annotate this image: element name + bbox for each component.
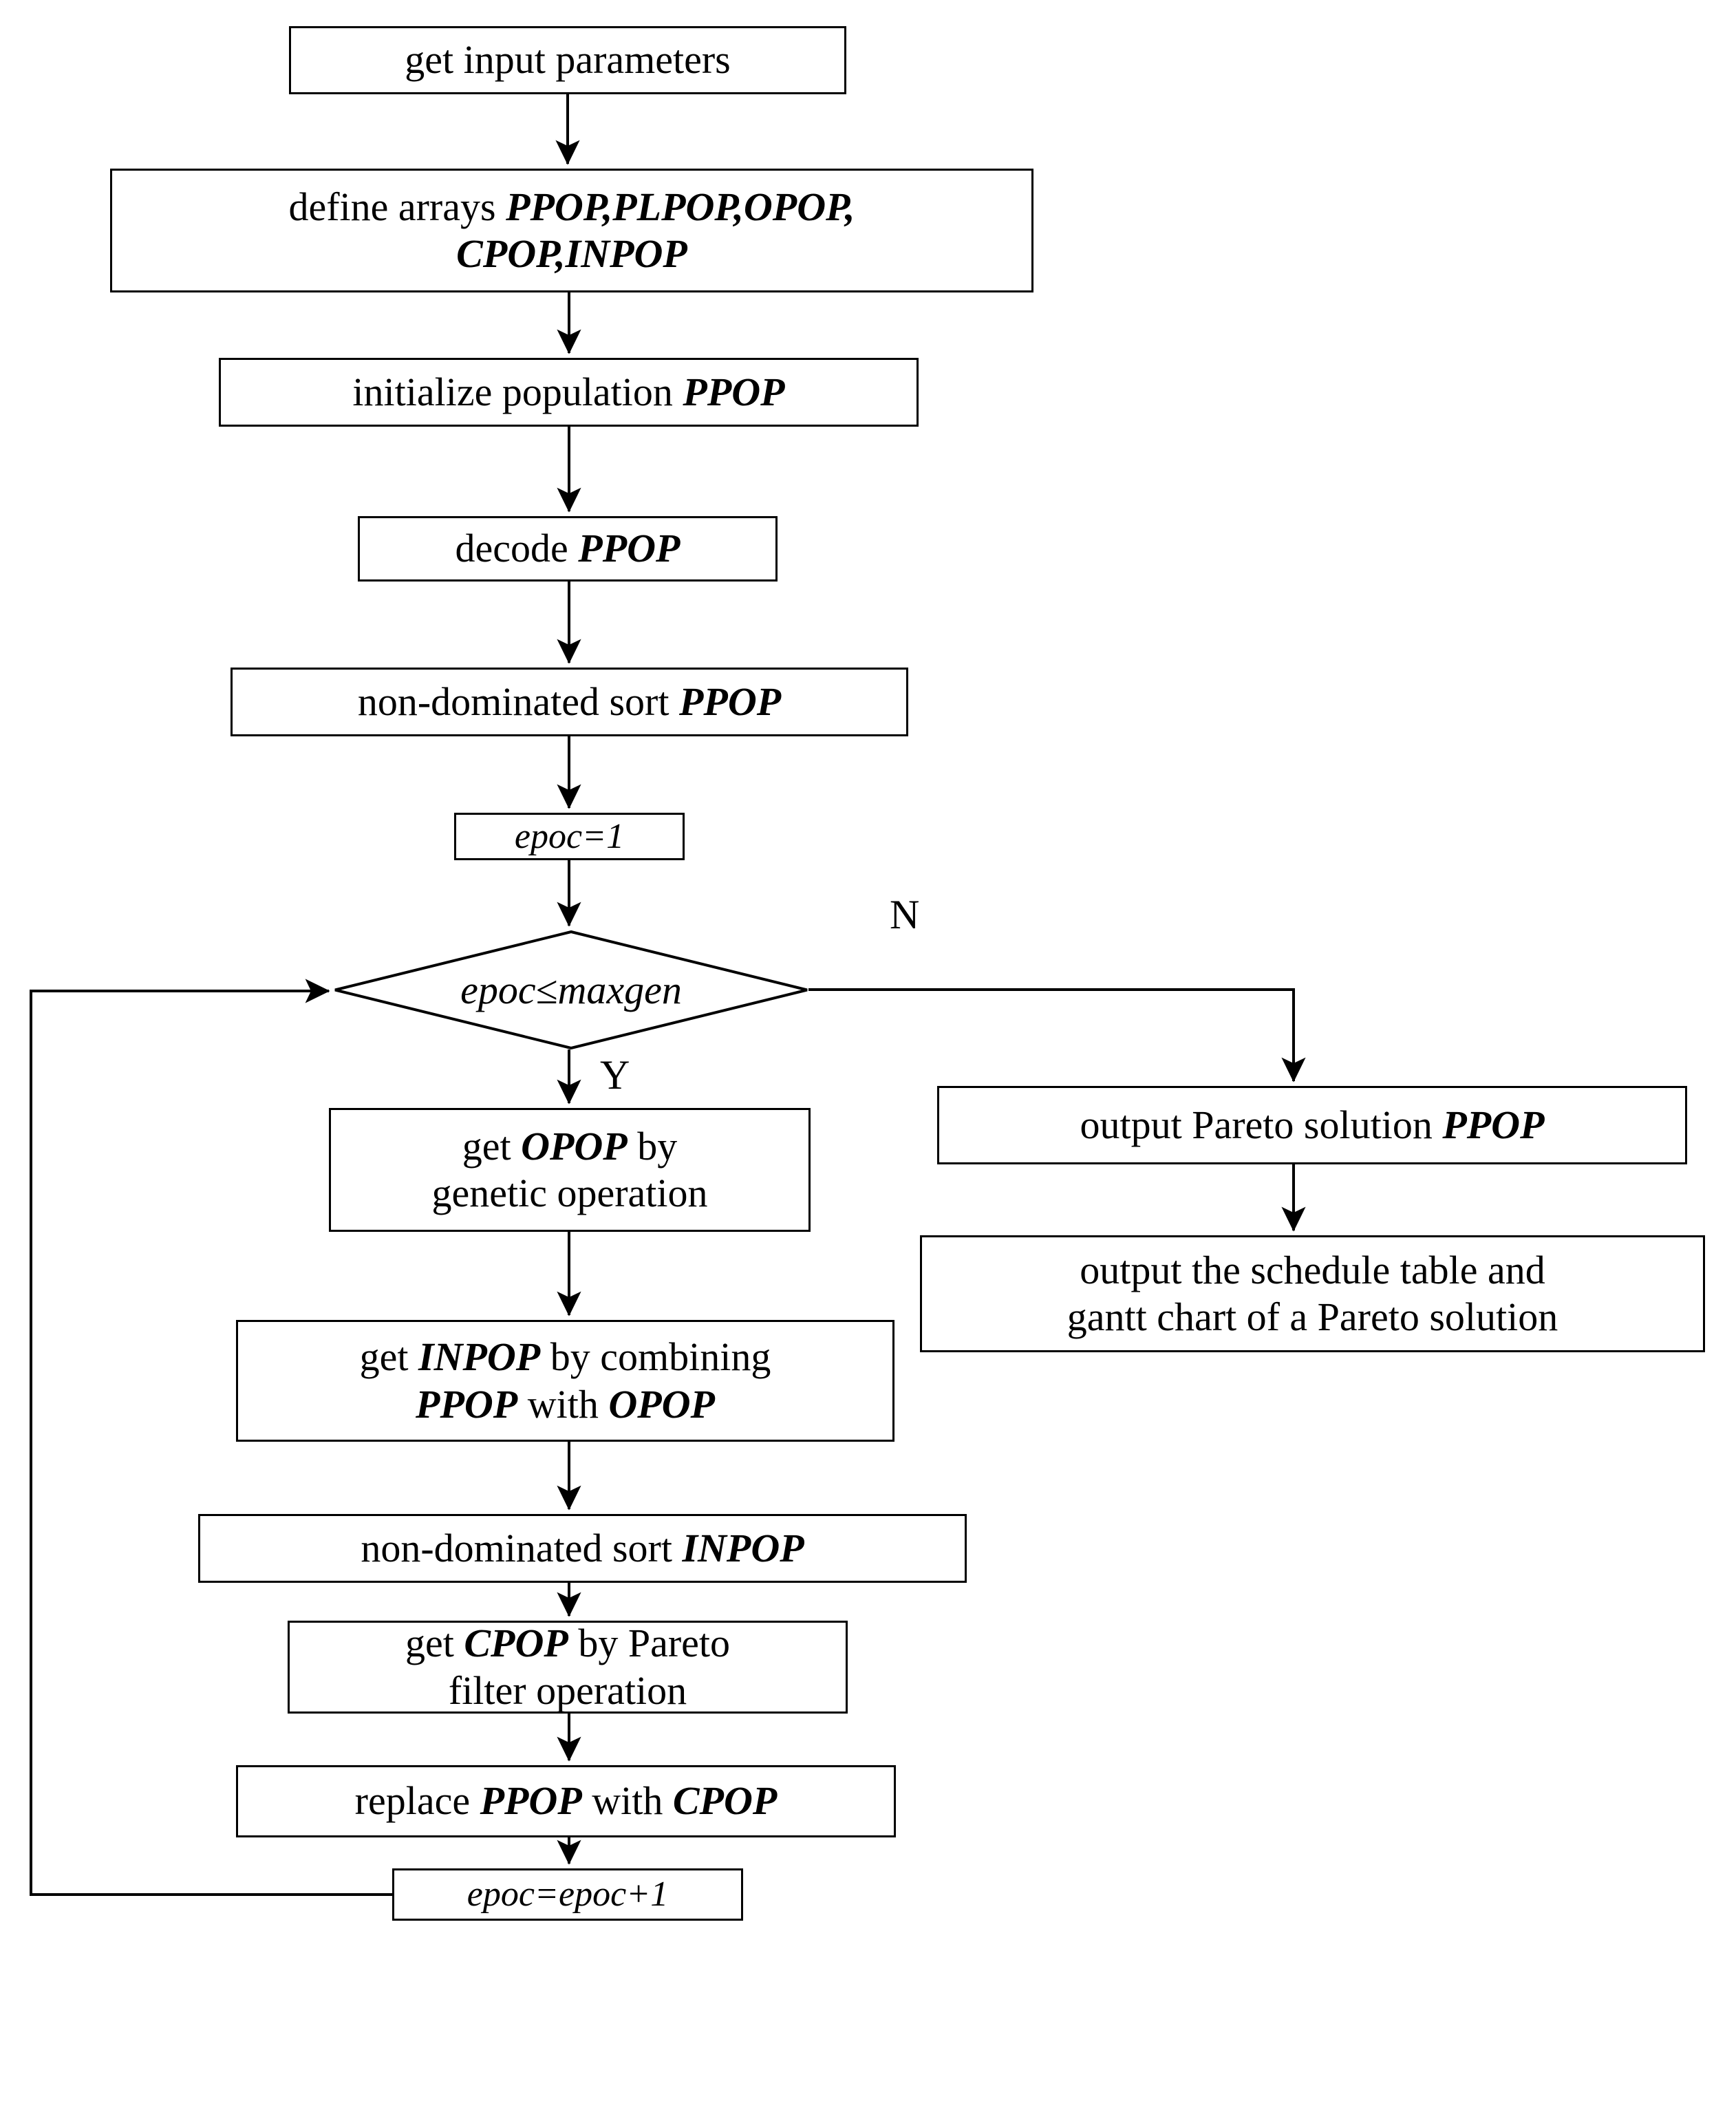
node-label-var-b: OPOP bbox=[608, 1381, 715, 1427]
node-label-var: PPOP bbox=[578, 526, 681, 571]
node-label-tail: by Pareto bbox=[568, 1621, 730, 1666]
node-label-tail: by combining bbox=[540, 1334, 771, 1380]
node-define-arrays[interactable]: define arrays PPOP,PLPOP,OPOP, CPOP,INPO… bbox=[110, 169, 1033, 292]
node-label-mid: with bbox=[581, 1778, 673, 1824]
node-label-mid: with bbox=[517, 1381, 609, 1427]
node-epoc-increment[interactable]: epoc=epoc+1 bbox=[392, 1868, 743, 1921]
node-get-opop[interactable]: get OPOP by genetic operation bbox=[329, 1108, 811, 1232]
node-label: epoc=epoc+1 bbox=[467, 1875, 669, 1915]
node-non-dominated-sort-ppop[interactable]: non-dominated sort PPOP bbox=[231, 668, 908, 736]
node-label: non-dominated sort INPOP bbox=[206, 1525, 959, 1572]
node-label-plain: decode bbox=[455, 526, 579, 571]
node-decision-epoc-maxgen[interactable]: epoc≤maxgen bbox=[334, 930, 808, 1049]
node-label-plain: get bbox=[359, 1334, 419, 1380]
node-label-var: INPOP bbox=[418, 1334, 541, 1380]
node-label-var: INPOP bbox=[682, 1525, 804, 1570]
edge-label-no: N bbox=[890, 892, 920, 937]
node-label-plain: get bbox=[462, 1123, 522, 1169]
node-label-var: PPOP bbox=[1442, 1102, 1545, 1147]
node-label-plain: replace bbox=[354, 1778, 480, 1824]
node-label-var-a: PPOP bbox=[416, 1381, 518, 1427]
node-label-var: CPOP bbox=[464, 1621, 568, 1666]
node-label: get input parameters bbox=[405, 37, 731, 83]
node-label-var-b: CPOP bbox=[672, 1778, 778, 1824]
node-label-plain: output Pareto solution bbox=[1080, 1102, 1443, 1147]
node-label-line2: filter operation bbox=[448, 1667, 687, 1713]
node-label: output Pareto solution PPOP bbox=[945, 1102, 1680, 1149]
node-output-schedule-gantt[interactable]: output the schedule table and gantt char… bbox=[920, 1235, 1705, 1352]
node-label-line2: genetic operation bbox=[431, 1171, 708, 1215]
node-label-plain: define arrays bbox=[288, 184, 506, 229]
edge-label-yes: Y bbox=[600, 1052, 630, 1098]
node-label: get OPOP by genetic operation bbox=[336, 1123, 803, 1217]
node-label: non-dominated sort PPOP bbox=[238, 679, 901, 725]
node-label: initialize population PPOP bbox=[226, 369, 911, 416]
node-epoc-init[interactable]: epoc=1 bbox=[454, 813, 685, 860]
node-label-plain: non-dominated sort bbox=[361, 1525, 683, 1570]
node-label: replace PPOP with CPOP bbox=[244, 1778, 888, 1824]
node-output-pareto-solution[interactable]: output Pareto solution PPOP bbox=[937, 1086, 1687, 1164]
node-label-plain: non-dominated sort bbox=[357, 679, 679, 724]
node-label-line2: gantt chart of a Pareto solution bbox=[1067, 1294, 1558, 1339]
node-label-var: PPOP bbox=[683, 369, 785, 414]
node-get-inpop[interactable]: get INPOP by combining PPOP with OPOP bbox=[236, 1320, 894, 1442]
node-label: define arrays PPOP,PLPOP,OPOP, CPOP,INPO… bbox=[118, 184, 1026, 278]
node-decode-ppop[interactable]: decode PPOP bbox=[358, 516, 778, 582]
node-label: get CPOP by Pareto filter operation bbox=[295, 1620, 840, 1714]
node-label-plain: get bbox=[405, 1621, 464, 1666]
node-label-line1: output the schedule table and bbox=[1080, 1247, 1545, 1292]
node-label: output the schedule table and gantt char… bbox=[928, 1247, 1697, 1341]
node-label-var: PPOP bbox=[480, 1778, 582, 1824]
node-label-vars: PPOP,PLPOP,OPOP, bbox=[506, 184, 855, 229]
node-non-dominated-sort-inpop[interactable]: non-dominated sort INPOP bbox=[198, 1514, 967, 1583]
node-label-vars-2: CPOP,INPOP bbox=[456, 231, 687, 276]
node-label-var: PPOP bbox=[678, 679, 782, 724]
node-label: decode PPOP bbox=[365, 525, 770, 572]
node-label-tail: by bbox=[627, 1123, 678, 1169]
node-label: get INPOP by combining PPOP with OPOP bbox=[244, 1334, 887, 1428]
node-initialize-population[interactable]: initialize population PPOP bbox=[219, 358, 919, 427]
node-replace-ppop[interactable]: replace PPOP with CPOP bbox=[236, 1765, 896, 1837]
node-get-cpop[interactable]: get CPOP by Pareto filter operation bbox=[288, 1621, 848, 1714]
node-label-var: OPOP bbox=[521, 1123, 628, 1169]
node-label-plain: initialize population bbox=[352, 369, 683, 414]
node-label: epoc=1 bbox=[514, 816, 625, 856]
node-get-input-parameters[interactable]: get input parameters bbox=[289, 26, 846, 94]
